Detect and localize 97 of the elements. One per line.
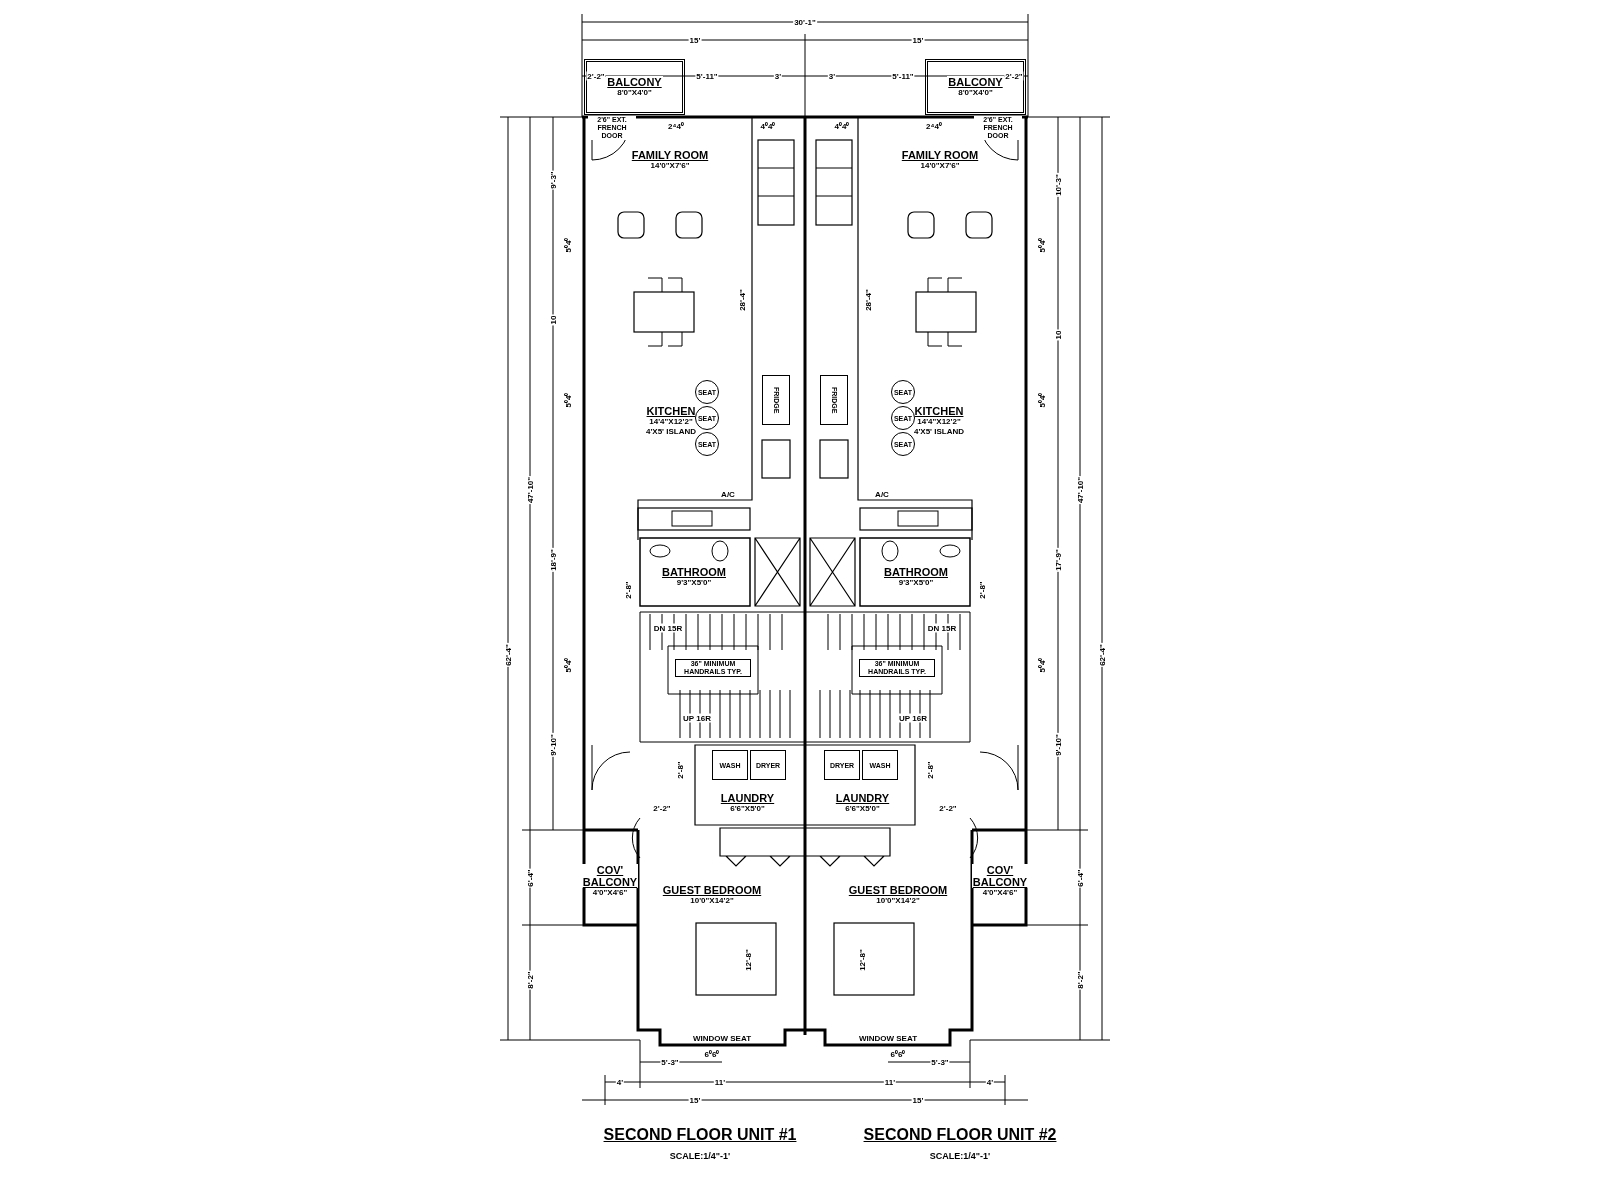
dimension-label: 4' xyxy=(985,1077,995,1087)
dimension-label: 28'-4" xyxy=(737,288,747,312)
room-name: COV' BALCONY xyxy=(581,864,639,888)
room-dimensions: 6'6"X5'0" xyxy=(729,804,766,814)
room-dimensions: 8'0"X4'0" xyxy=(616,88,653,98)
room-dimensions: 14'0"X7'6" xyxy=(649,161,691,171)
dimension-label: WINDOW SEAT xyxy=(857,1033,919,1043)
dimension-label: 6⁰6⁰ xyxy=(889,1049,907,1059)
dimension-label: 4⁰4⁰ xyxy=(833,121,851,131)
dimension-label: 11' xyxy=(883,1077,897,1087)
room-name: COV' BALCONY xyxy=(971,864,1029,888)
room-dimensions: 9'3"X5'0" xyxy=(897,578,935,588)
dimension-label: 9'-10" xyxy=(1053,733,1063,757)
room-name: BALCONY xyxy=(606,76,663,88)
dimension-label: 28'-4" xyxy=(863,288,873,312)
dimension-label: 18'-9" xyxy=(548,548,558,572)
dimension-label: 9'-3" xyxy=(548,170,558,190)
dimension-label: 5⁰4⁰ xyxy=(1037,391,1047,409)
dimension-label: 6'-4" xyxy=(525,868,535,888)
plan-title: SECOND FLOOR UNIT #2 xyxy=(863,1126,1057,1144)
dimension-label: 4' xyxy=(615,1077,625,1087)
dimension-label: 11' xyxy=(713,1077,727,1087)
dimension-label: 5⁰4⁰ xyxy=(1037,656,1047,674)
room-dimensions: 4'0"X4'6" xyxy=(981,888,1019,898)
room-name: GUEST BEDROOM xyxy=(847,884,949,896)
dimension-label: 2⁴4⁰ xyxy=(925,121,943,131)
room-name: BALCONY xyxy=(947,76,1004,88)
room-name: LAUNDRY xyxy=(719,792,776,804)
dimension-label: WINDOW SEAT xyxy=(691,1033,753,1043)
dimension-label: A/C xyxy=(720,489,736,499)
dimension-label: 10 xyxy=(1053,329,1063,341)
scale-note: SCALE:1/4"-1' xyxy=(669,1151,731,1161)
room-name: GUEST BEDROOM xyxy=(661,884,763,896)
dimension-label: A/C xyxy=(874,489,890,499)
dimension-label: 3' xyxy=(827,71,837,81)
dimension-label: 5'-11" xyxy=(891,71,915,81)
dimension-label: 62'-4" xyxy=(1097,643,1107,667)
room-dimensions: 8'0"X4'0" xyxy=(957,88,994,98)
room-name: FAMILY ROOM xyxy=(630,149,710,161)
dimension-label: 5'-3" xyxy=(660,1057,680,1067)
room-dimensions: 14'4"X12'2" xyxy=(648,416,694,427)
dimension-label: 6'-4" xyxy=(1075,868,1085,888)
dimension-label: 62'-4" xyxy=(503,643,513,667)
room-name: LAUNDRY xyxy=(834,792,891,804)
room-dimensions: 4'X5' ISLAND xyxy=(912,426,965,437)
dimension-label: 47'-10" xyxy=(1075,475,1085,505)
dimension-label: 17'-9" xyxy=(1053,548,1063,572)
dimension-label: 5'-11" xyxy=(695,71,719,81)
dimension-label: 6⁰6⁰ xyxy=(703,1049,721,1059)
dimension-label: 2'-2" xyxy=(586,71,606,81)
room-name: KITCHEN xyxy=(913,404,965,417)
scale-note: SCALE:1/4"-1' xyxy=(929,1151,991,1161)
dimension-label: 15' xyxy=(911,1095,925,1105)
dimension-label: 2'-2" xyxy=(938,803,958,813)
room-name: FAMILY ROOM xyxy=(900,149,980,161)
plan-title: SECOND FLOOR UNIT #1 xyxy=(603,1126,797,1144)
room-dimensions: 14'0"X7'6" xyxy=(919,161,961,171)
room-dimensions: 9'3"X5'0" xyxy=(675,578,713,588)
room-dimensions: 6'6"X5'0" xyxy=(844,804,881,814)
dimension-label: 2⁴4⁰ xyxy=(667,121,685,131)
dimension-label: DN 15R xyxy=(926,623,958,633)
dimension-label: 5'-3" xyxy=(930,1057,950,1067)
room-name: BATHROOM xyxy=(883,566,949,578)
dimension-label: 2'-8" xyxy=(977,580,987,600)
room-name: KITCHEN xyxy=(645,404,697,417)
dimension-label: 12'-8" xyxy=(743,948,753,972)
dimension-label: 10 xyxy=(548,314,558,326)
dimension-label: 2'-2" xyxy=(1004,71,1024,81)
dimension-label: 9'-10" xyxy=(548,733,558,757)
dimension-label: 5⁰4⁰ xyxy=(1037,236,1047,254)
room-dimensions: 10'0"X14'2" xyxy=(689,896,735,906)
dimension-label: 15' xyxy=(911,35,925,45)
dimension-label: DN 15R xyxy=(652,623,684,633)
dimension-label: 4⁰4⁰ xyxy=(759,121,777,131)
room-dimensions: 10'0"X14'2" xyxy=(875,896,921,906)
dimension-label: 30'-1" xyxy=(793,17,817,27)
dimension-label: UP 16R xyxy=(898,713,928,723)
dimension-label: 8'-2" xyxy=(1075,970,1085,990)
dimension-label: 47'-10" xyxy=(525,475,535,505)
dimension-label: 2'-2" xyxy=(652,803,672,813)
dimension-label: 5⁰4⁰ xyxy=(563,656,573,674)
dimension-label: 5⁰4⁰ xyxy=(563,391,573,409)
room-dimensions: 4'X5' ISLAND xyxy=(644,426,697,437)
dimension-label: 8'-2" xyxy=(525,970,535,990)
room-dimensions: 4'0"X4'6" xyxy=(591,888,629,898)
dimension-label: 3' xyxy=(773,71,783,81)
dimension-label: 2'-8" xyxy=(675,760,685,780)
room-name: BATHROOM xyxy=(661,566,727,578)
room-dimensions: 14'4"X12'2" xyxy=(916,416,962,427)
dimension-label: 5⁰4⁰ xyxy=(563,236,573,254)
dimension-label: 2'-8" xyxy=(623,580,633,600)
dimension-label: 15' xyxy=(688,35,702,45)
dimension-label: 15' xyxy=(688,1095,702,1105)
dimension-label: 2'-8" xyxy=(925,760,935,780)
dimension-label: 10'-3" xyxy=(1053,173,1063,197)
dimension-label: UP 16R xyxy=(682,713,712,723)
dimension-label: 12'-8" xyxy=(857,948,867,972)
